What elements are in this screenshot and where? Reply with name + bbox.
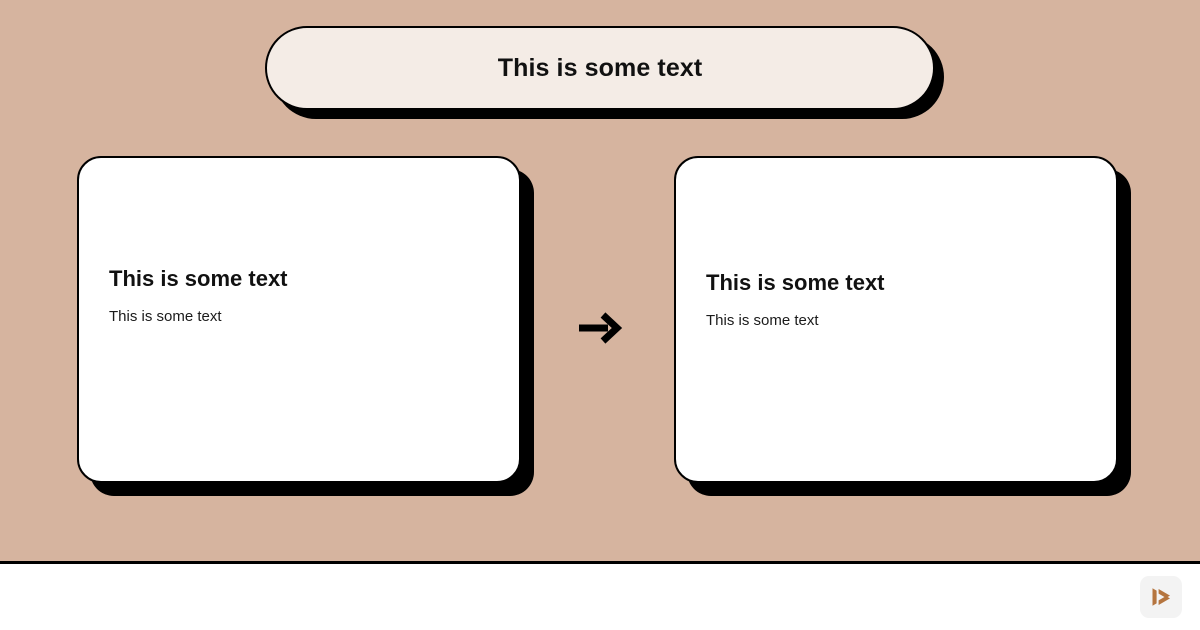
slide-footer [0, 564, 1200, 630]
slide-canvas: This is some text This is some text This… [0, 0, 1200, 561]
card-left-text: This is some text [109, 308, 222, 326]
comparison-card-left: This is some text This is some text [77, 156, 521, 483]
card-left-body: This is some text This is some text [79, 266, 519, 327]
card-right-body: This is some text This is some text [676, 270, 1116, 331]
arrow-right-icon [575, 300, 625, 355]
banner-title: This is some text [497, 53, 703, 82]
play-mark-logo-icon [1140, 576, 1182, 618]
banner-pill: This is some text [265, 26, 935, 110]
card-right-heading: This is some text [706, 270, 885, 295]
footer-divider [0, 561, 1200, 564]
comparison-card-right: This is some text This is some text [674, 156, 1118, 483]
card-right-text: This is some text [706, 312, 819, 330]
card-left-heading: This is some text [109, 266, 288, 291]
